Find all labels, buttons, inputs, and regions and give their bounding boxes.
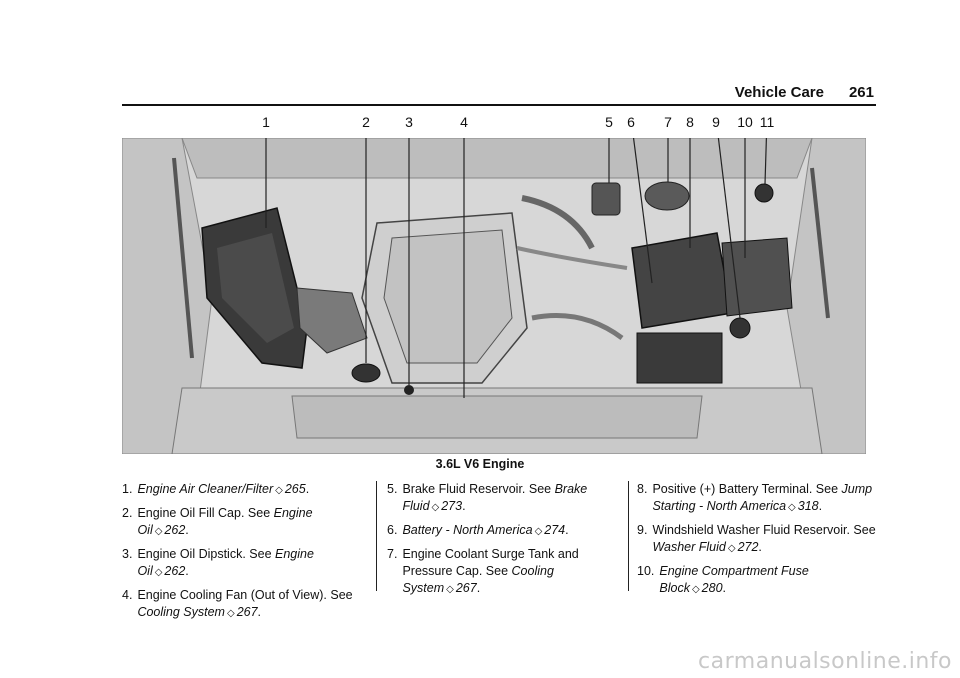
page-ref-icon: ◇ bbox=[275, 485, 283, 496]
page-ref-icon: ◇ bbox=[431, 502, 440, 513]
page-number: 261 bbox=[848, 84, 874, 101]
callout-8: 8 bbox=[686, 114, 694, 130]
xref-link[interactable]: Cooling System bbox=[402, 564, 554, 595]
xref-link[interactable]: Engine Air Cleaner/Filter bbox=[137, 482, 274, 496]
xref-link[interactable]: Jump Starting - North America bbox=[652, 482, 873, 513]
section-title: Vehicle Care bbox=[734, 84, 824, 101]
list-item: 2. Engine Oil Fill Cap. See Engine Oil◇2… bbox=[122, 506, 313, 537]
callout-numbers: 1 2 3 4 5 6 7 8 9 10 11 bbox=[0, 114, 960, 138]
page-ref-icon: ◇ bbox=[788, 502, 796, 513]
list-item: 6. Battery - North America◇274. bbox=[387, 523, 569, 537]
page-ref-icon: ◇ bbox=[446, 584, 454, 595]
callout-6: 6 bbox=[627, 114, 635, 130]
list-item: 9. Windshield Washer Fluid Reservoir. Se… bbox=[637, 523, 876, 554]
legend-columns: 1. Engine Air Cleaner/Filter◇265. 2. Eng… bbox=[122, 481, 876, 641]
list-item: 3. Engine Oil Dipstick. See Engine Oil◇2… bbox=[122, 547, 314, 578]
callout-3: 3 bbox=[405, 114, 413, 130]
list-item: 5. Brake Fluid Reservoir. See Brake Flui… bbox=[387, 482, 588, 513]
list-item: 7. Engine Coolant Surge Tank and Pressur… bbox=[387, 547, 579, 595]
engine-drawing bbox=[122, 138, 866, 454]
xref-link[interactable]: Cooling System bbox=[137, 605, 225, 619]
page-ref-icon: ◇ bbox=[154, 567, 163, 578]
page-ref-icon: ◇ bbox=[691, 584, 700, 595]
figure-caption: 3.6L V6 Engine bbox=[435, 457, 525, 471]
xref-link[interactable]: Washer Fluid bbox=[652, 540, 726, 554]
callout-4: 4 bbox=[460, 114, 468, 130]
callout-1: 1 bbox=[262, 114, 270, 130]
xref-link[interactable]: Brake Fluid bbox=[402, 482, 588, 513]
list-item: 10. Engine Compartment Fuse Block◇280. bbox=[637, 564, 809, 595]
legend-column-2: 5. Brake Fluid Reservoir. See Brake Flui… bbox=[376, 481, 613, 595]
page-ref-icon: ◇ bbox=[727, 543, 736, 554]
legend-column-3: 8. Positive (+) Battery Terminal. See Ju… bbox=[628, 481, 877, 595]
xref-link[interactable]: Engine Oil bbox=[137, 506, 313, 537]
callout-9: 9 bbox=[712, 114, 720, 130]
callout-5: 5 bbox=[605, 114, 613, 130]
callout-7: 7 bbox=[664, 114, 672, 130]
callout-11: 11 bbox=[759, 114, 775, 130]
list-item: 4. Engine Cooling Fan (Out of View). See… bbox=[122, 588, 353, 619]
page-ref-icon: ◇ bbox=[534, 526, 543, 537]
page-ref-icon: ◇ bbox=[154, 526, 163, 537]
list-item: 1. Engine Air Cleaner/Filter◇265. bbox=[122, 482, 310, 496]
page-ref-icon: ◇ bbox=[226, 608, 235, 619]
list-item: 8. Positive (+) Battery Terminal. See Ju… bbox=[637, 482, 873, 513]
engine-compartment-illustration bbox=[122, 138, 866, 454]
xref-link[interactable]: Engine Oil bbox=[137, 547, 314, 578]
callout-10: 10 bbox=[737, 114, 753, 130]
xref-link[interactable]: Battery - North America bbox=[402, 523, 533, 537]
xref-link[interactable]: Engine Compartment Fuse Block bbox=[659, 564, 809, 595]
callout-2: 2 bbox=[362, 114, 370, 130]
page-header: Vehicle Care 261 bbox=[122, 84, 876, 106]
legend-column-1: 1. Engine Air Cleaner/Filter◇265. 2. Eng… bbox=[122, 481, 358, 628]
watermark: carmanualsonline.info bbox=[698, 649, 952, 674]
